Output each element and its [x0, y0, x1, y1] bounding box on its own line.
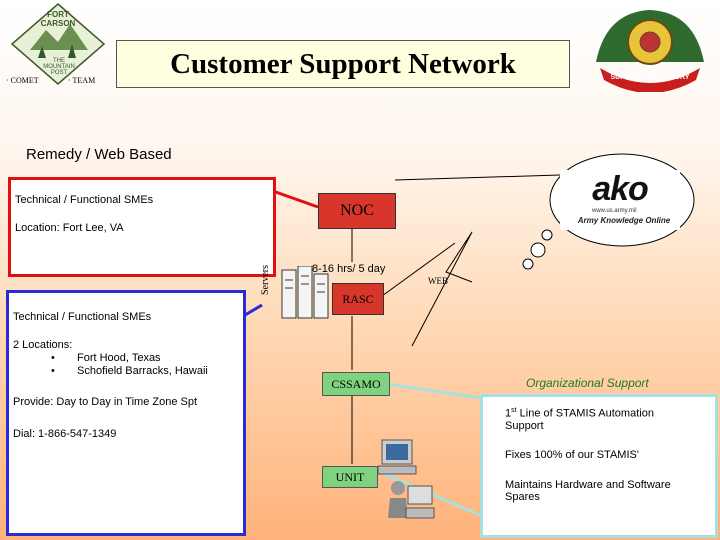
location-item: •	[51, 365, 55, 377]
servers-label: Servers	[260, 265, 271, 295]
noc-label: NOC	[340, 202, 374, 219]
ako-tagline: Army Knowledge Online	[577, 216, 671, 225]
ako-logo: ako www.us.army.mil Army Knowledge Onlin…	[560, 170, 680, 230]
red-box-fort-lee: Technical / Functional SMEs Location: Fo…	[8, 177, 276, 277]
org-support-heading: Organizational Support	[526, 376, 649, 390]
logo-top-text: FORT CARSON	[40, 10, 76, 28]
org-support-item-2: Fixes 100% of our STAMIS'	[505, 449, 639, 461]
provide-text: Provide: Day to Day in Time Zone Spt	[13, 396, 198, 408]
computer-icon	[377, 438, 418, 476]
web-label: WEB	[428, 276, 448, 286]
location-item: •	[51, 352, 55, 364]
org-support-box: 1st Line of STAMIS Automation Support Fi…	[480, 394, 718, 538]
blue-box-heading: Technical / Functional SMEs	[13, 311, 152, 323]
location-item: Schofield Barracks, Hawaii	[77, 365, 208, 377]
rasc-node: RASC	[332, 283, 384, 315]
title-box: Customer Support Network	[116, 40, 570, 88]
unit-label: UNIT	[335, 469, 365, 484]
supporting-victory-logo: SUPPORTING VICTORY	[586, 2, 714, 93]
fort-carson-logo: FORT CARSON THE MOUNTAIN POST · COMET · …	[6, 2, 110, 88]
noc-node: NOC	[318, 193, 396, 229]
logo-left-caption: · COMET	[6, 76, 39, 85]
blue-box-regional-sme: Technical / Functional SMEs 2 Locations:…	[6, 290, 246, 536]
server-rack-icon	[280, 265, 332, 320]
unit-node: UNIT	[322, 466, 378, 488]
hours-label: 8-16 hrs/ 5 day	[312, 263, 386, 275]
red-box-heading: Technical / Functional SMEs	[15, 194, 154, 206]
location-item: Fort Hood, Texas	[77, 352, 161, 364]
dial-text: Dial: 1-866-547-1349	[13, 428, 117, 440]
subtitle: Remedy / Web Based	[26, 146, 172, 163]
ako-wordmark: ako	[592, 170, 649, 208]
blue-box-locations-label: 2 Locations:	[13, 339, 73, 351]
user-at-computer-icon	[384, 478, 436, 522]
page-title: Customer Support Network	[170, 47, 516, 80]
logo-ribbon-text: SUPPORTING VICTORY	[610, 74, 690, 81]
logo-right-caption: · TEAM	[68, 76, 96, 85]
logo-middle-text: THE MOUNTAIN POST	[43, 58, 75, 76]
rasc-label: RASC	[342, 291, 374, 306]
cssamo-node: CSSAMO	[322, 372, 390, 396]
ako-url: www.us.army.mil	[592, 208, 637, 214]
red-box-location: Location: Fort Lee, VA	[15, 222, 124, 234]
org-support-item-1: 1st Line of STAMIS Automation Support	[505, 407, 654, 432]
cssamo-label: CSSAMO	[331, 376, 381, 391]
org-support-item-3: Maintains Hardware and Software Spares	[505, 479, 671, 503]
